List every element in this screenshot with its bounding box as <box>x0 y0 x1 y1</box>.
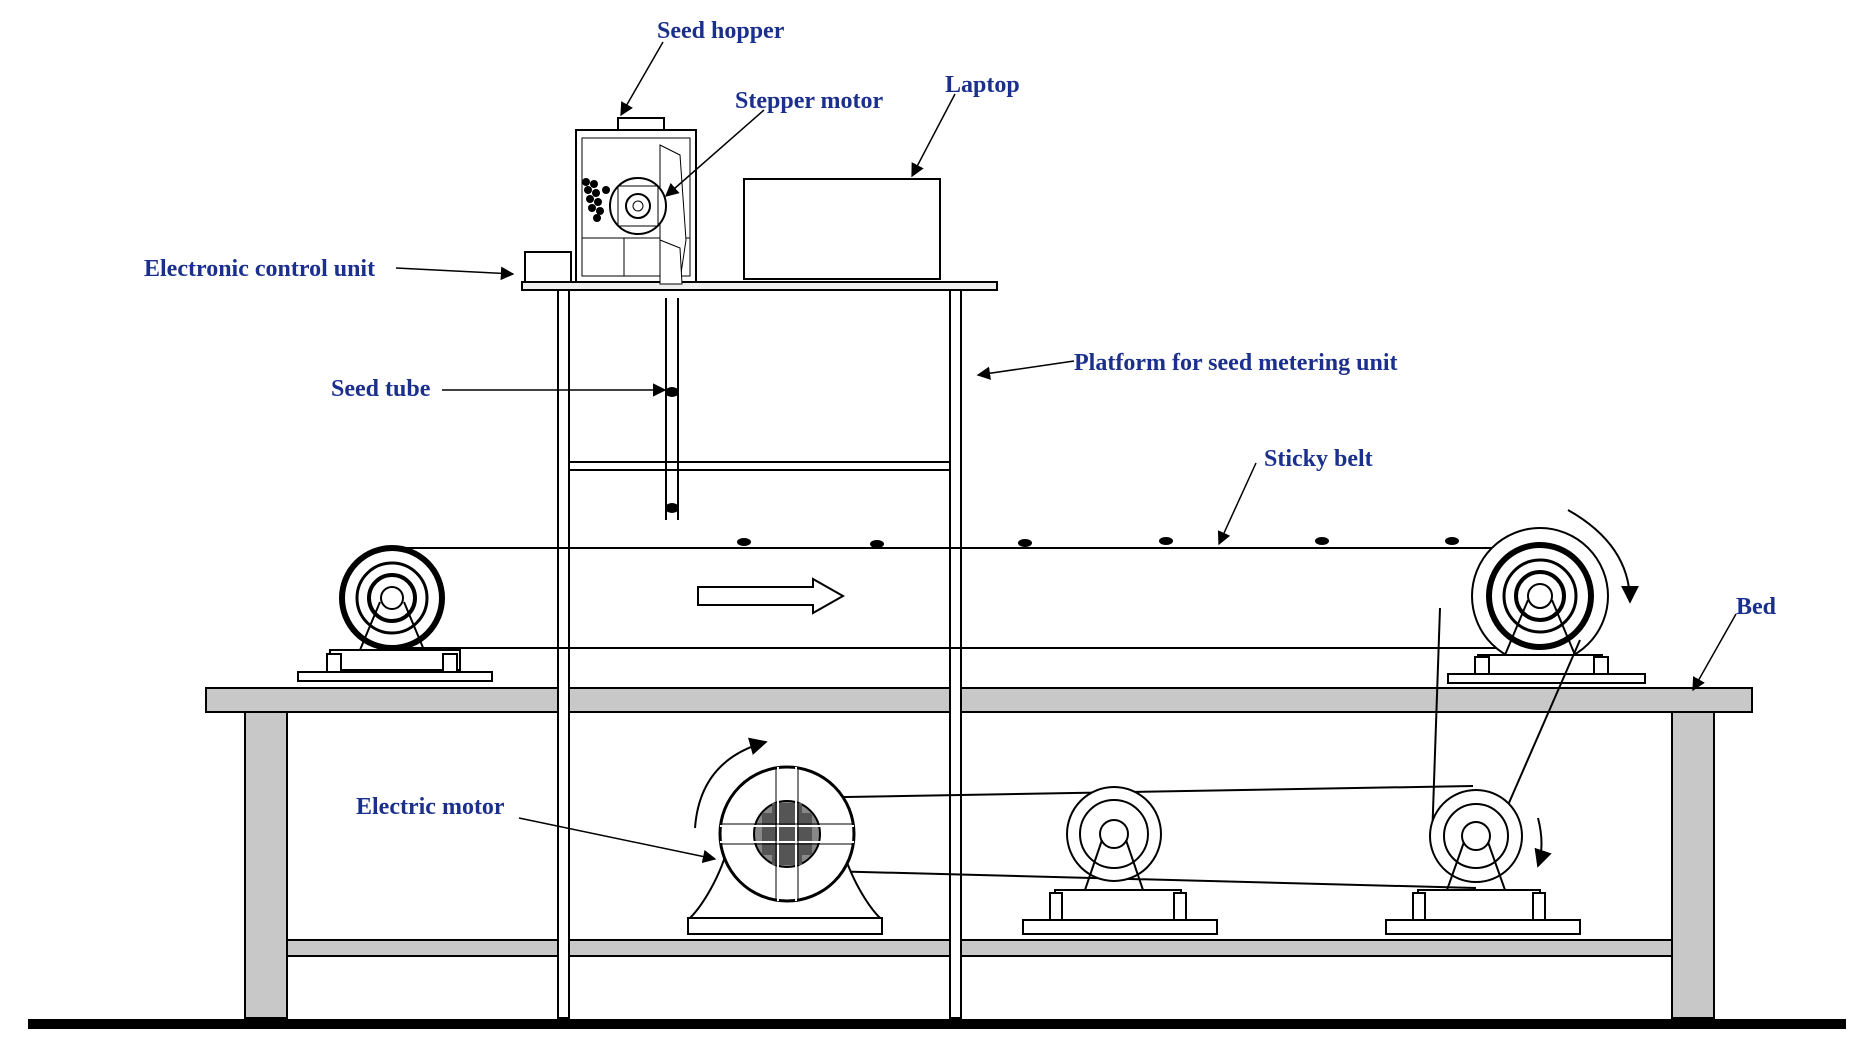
label-seed-hopper: Seed hopper <box>657 18 785 44</box>
middle-pulley <box>1022 786 1218 935</box>
curved-arrow-icon <box>1534 817 1552 868</box>
platform-cross-bar <box>568 461 951 471</box>
platform-leg-right <box>949 289 962 1019</box>
bed-lower-rail <box>286 939 1673 957</box>
right-arrow-icon <box>697 577 846 615</box>
curved-arrow-icon <box>1567 509 1639 604</box>
electronic-control-unit <box>524 251 572 283</box>
lower-right-pulley <box>1385 789 1581 935</box>
platform-frame <box>521 281 998 1019</box>
ground-line <box>28 1019 1846 1029</box>
left-pulley <box>297 545 493 682</box>
label-laptop: Laptop <box>945 72 1020 98</box>
label-stepper-motor: Stepper motor <box>735 88 884 114</box>
label-electronic-control-unit: Electronic control unit <box>144 256 375 282</box>
seed-metering-unit <box>575 117 697 285</box>
label-sticky-belt: Sticky belt <box>1264 446 1373 472</box>
laptop <box>743 178 941 280</box>
label-seed-tube: Seed tube <box>331 376 431 402</box>
platform-top <box>521 281 998 291</box>
stepper-motor <box>609 177 667 235</box>
seed-tube <box>665 298 679 520</box>
curved-arrow-icon <box>694 737 768 829</box>
label-platform: Platform for seed metering unit <box>1074 350 1397 376</box>
platform-leg-left <box>557 289 570 1019</box>
drive-system <box>687 607 1581 935</box>
conveyor <box>297 509 1646 684</box>
label-electric-motor: Electric motor <box>356 794 505 820</box>
seeds-in-hopper <box>582 178 610 222</box>
bed <box>205 687 1753 1019</box>
bed-top <box>205 687 1753 713</box>
bed-leg-right <box>1671 711 1715 1019</box>
bed-leg-left <box>244 711 288 1019</box>
right-pulley <box>1447 527 1646 684</box>
seeds-on-belt <box>737 537 1459 548</box>
label-bed: Bed <box>1736 594 1777 620</box>
leader-arrows <box>395 41 1737 864</box>
electric-motor <box>687 765 883 935</box>
